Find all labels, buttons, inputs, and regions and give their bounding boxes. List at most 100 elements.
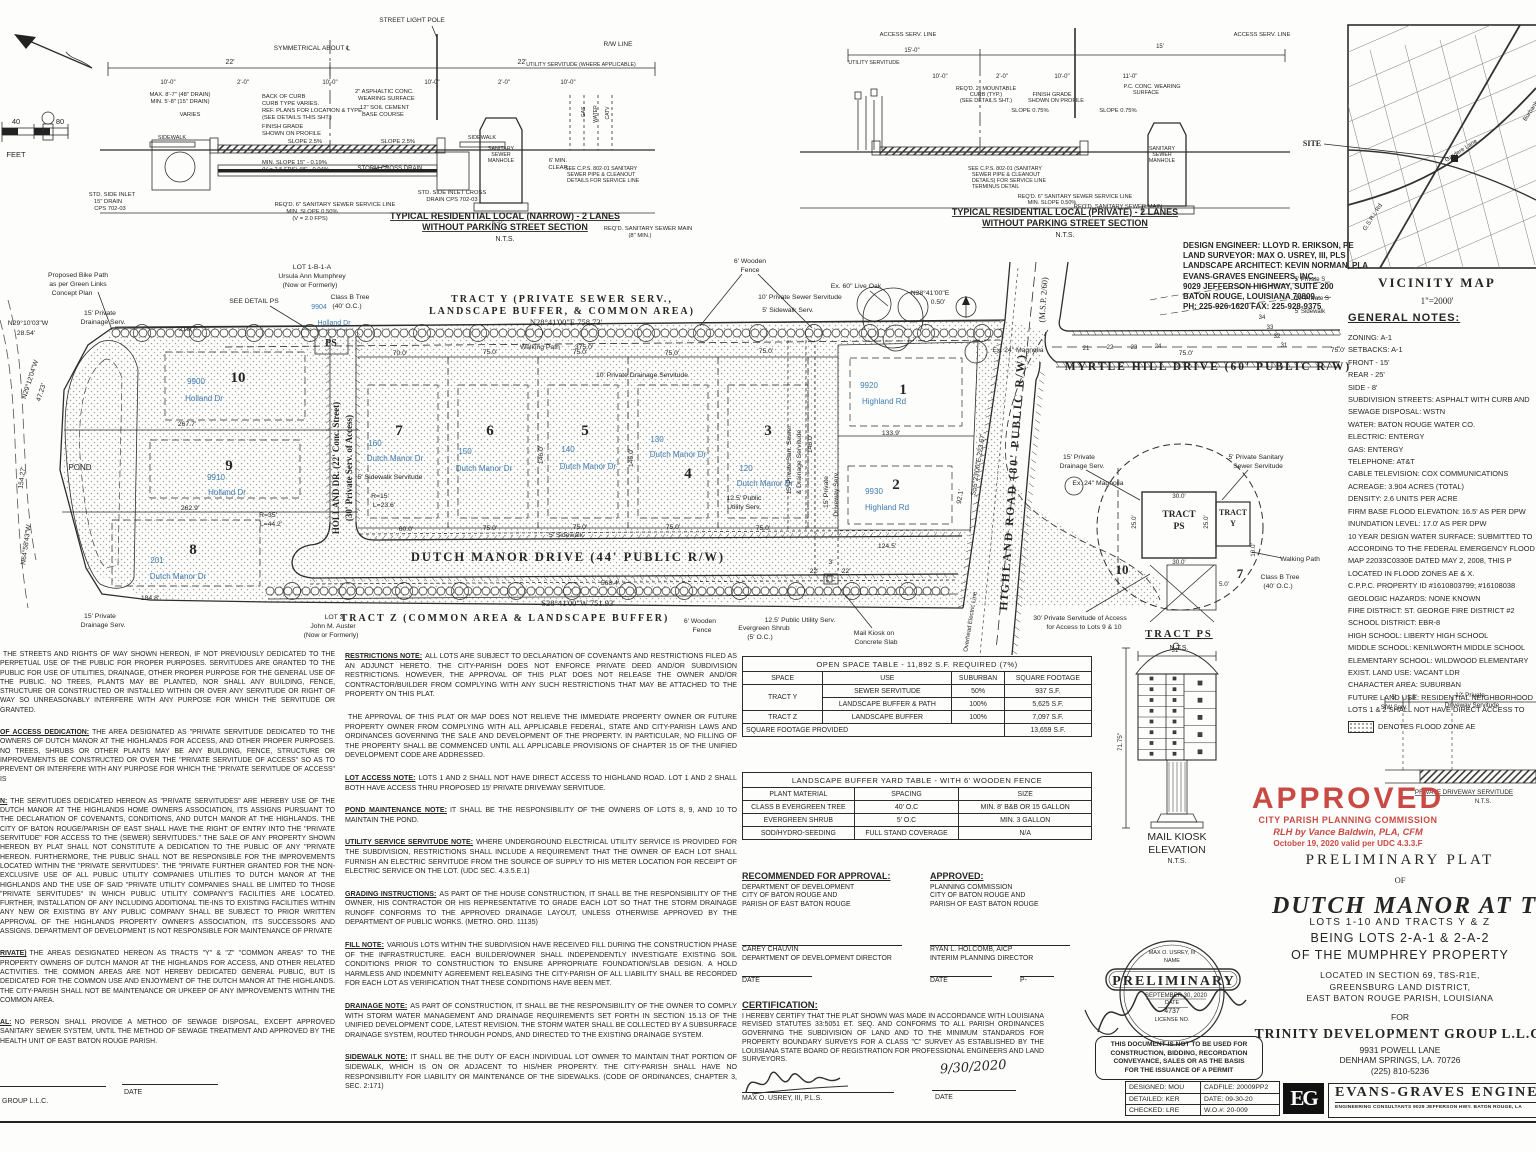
plan-label: N.T.S.	[495, 236, 514, 243]
subdivision-name-title: DUTCH MANOR AT THE HIGHLANDS	[1272, 893, 1536, 919]
plan-label: CATV	[605, 106, 611, 120]
plan-label: SHOWN ON PROFILE	[1028, 98, 1084, 104]
plan-label: Holland Dr	[208, 488, 246, 497]
plan-label: SANITARY	[488, 146, 514, 152]
plan-label: MIN. 5'-8" (15" DRAIN)	[150, 99, 209, 105]
plan-label: John M. Auster	[310, 623, 356, 630]
approvals: RECOMMENDED FOR APPROVAL: DEPARTMENT OF …	[742, 872, 1070, 997]
plan-label: CURB TYPE VARIES.	[262, 101, 320, 107]
plan-label: SYMMETRICAL ABOUT ℄	[274, 45, 351, 52]
plan-label: REQ'D. SANITARY SEWER MAIN	[604, 226, 692, 232]
engineering-firm-box: EVANS-GRAVES ENGINEERS ENGINEERING CONSU…	[1328, 1083, 1536, 1118]
general-note-line: SETBACKS: A-1	[1348, 345, 1403, 355]
plan-label: LICENSE NO.	[1155, 1017, 1190, 1023]
plan-label: 28.54'	[17, 330, 35, 337]
general-note-line: GAS: ENTERGY	[1348, 444, 1404, 454]
plan-label: UTILITY SERVITUDE (WHERE APPLICABLE)	[526, 62, 636, 68]
plan-label: Holland Dr	[185, 394, 223, 403]
plan-label: SLOPE 0.75%	[1099, 108, 1136, 114]
surveyor-seal	[1084, 940, 1247, 1046]
plan-label: (Now or Formerly)	[283, 282, 338, 289]
plan-label: Drainage Serv.	[81, 622, 126, 629]
plan-label: 4	[684, 466, 692, 482]
note-common-areas: RIVATE)THE AREAS DESIGNATED HEREON AS TR…	[0, 950, 335, 1004]
plan-label: PS	[325, 338, 337, 349]
site-plan	[0, 261, 1536, 829]
approved-name: RYAN L. HOLCOMB, AICP	[930, 946, 1013, 954]
plan-label: 1	[899, 382, 907, 398]
general-note-line: LOTS 1 & 2 SHALL NOT HAVE DIRECT ACCESS …	[1348, 705, 1525, 715]
plan-label: 25.0'	[1131, 515, 1138, 528]
plan-label: 6' MIN.	[549, 158, 568, 164]
firm-name: EVANS-GRAVES ENGINEERS	[1335, 1085, 1536, 1103]
flood-zone-swatch	[1348, 720, 1374, 733]
firm-line: BATON ROUGE, LOUISIANA 70809	[1183, 292, 1315, 302]
plan-label: 5' Sidewalk	[1295, 309, 1326, 315]
client-name: TRINITY DEVELOPMENT GROUP L.L.C.	[1254, 1025, 1536, 1041]
general-note-line: FIRE DISTRICT: ST. GEORGE FIRE DISTRICT …	[1348, 605, 1515, 615]
plan-label: DETAILS FOR SERVICE LINE	[567, 178, 640, 184]
plan-label: 9900	[187, 377, 205, 386]
landscape-buffer-table: LANDSCAPE BUFFER YARD TABLE - WITH 6' WO…	[742, 772, 1092, 840]
plan-label: 75.0'	[483, 525, 498, 532]
plan-label: N28°41'00"E 758.73'	[530, 317, 603, 327]
plan-label: 75.0'	[573, 349, 588, 356]
general-note-line: INUNDATION LEVEL: 17.0' AS PER DPW	[1348, 519, 1487, 529]
plan-label: 25.0'	[1203, 515, 1210, 528]
plan-label: MAIL KIOSK	[1147, 831, 1206, 843]
plan-label: WITHOUT PARKING STREET SECTION	[422, 222, 588, 232]
plan-label: 75.0'	[756, 525, 771, 532]
plan-label: 21	[1083, 346, 1090, 352]
plan-label: DETAILS) FOR SERVICE LINE	[972, 178, 1046, 184]
plan-label: 10' Private S	[1295, 296, 1329, 302]
firm-line: LAND SURVEYOR: MAX O. USREY, III, PLS	[1183, 251, 1346, 261]
plan-label: 3'	[828, 559, 833, 566]
plan-label: 2	[892, 477, 900, 493]
general-note-line: FUTURE LAND USE: RESIDENTIAL NEIGHBORHOO…	[1348, 692, 1533, 702]
note-utility-service: UTILITY SERVICE SERVITUDE NOTE:WHERE UND…	[345, 838, 737, 876]
plan-label: 150	[458, 447, 472, 456]
plan-label: 31"	[1171, 647, 1180, 654]
plan-label: 34	[1259, 315, 1266, 321]
plan-label: 71.75"	[1117, 733, 1124, 751]
plan-label: ACCESS SERV. LINE	[880, 32, 937, 38]
plan-label: (V = 2.0 FPS)	[292, 216, 327, 222]
plan-label: 24	[1155, 344, 1162, 350]
plan-label: PS	[1173, 522, 1184, 532]
plan-label: 80	[56, 117, 64, 126]
plan-label: 1.5'	[1407, 695, 1417, 701]
plan-label: REF. PLANS FOR LOCATION & TYPE.	[262, 108, 364, 114]
owner-llc-label: GROUP L.L.C.	[2, 1098, 49, 1105]
plan-label: 40	[12, 117, 20, 126]
plan-label: 5' Sidewalk Servitude	[358, 474, 423, 481]
firm-line: 9029 JEFFERSON HIGHWAY, SUITE 200	[1183, 281, 1334, 291]
plan-label: 140	[561, 445, 575, 454]
plan-label: Dutch Manor Dr	[737, 479, 794, 488]
note-access-dedication: OF ACCESS DEDICATION:THE AREA DESIGNATED…	[0, 729, 335, 783]
plan-label: Evergreen Shrub	[738, 625, 790, 632]
plan-label: STORM CROSS DRAIN	[358, 166, 423, 172]
plan-label: SLOPE 2.5%	[381, 139, 415, 145]
plan-label: REQ'D. 2" MOUNTABLE	[956, 86, 1017, 92]
firm-line: EVANS-GRAVES ENGINEERS, INC.	[1183, 271, 1316, 281]
plan-label: Drainage Serv.	[1060, 463, 1105, 470]
plan-label: 0.50'	[931, 299, 946, 306]
plan-label: 4737	[1164, 1008, 1180, 1015]
plan-label: TRACT	[1219, 508, 1248, 517]
plan-label: N28°41'00"E	[911, 289, 950, 297]
plan-label: WATER	[593, 105, 599, 123]
plan-label: SEE C.P.S. 802-01 (SANITARY	[968, 166, 1042, 172]
plan-label: R=15'	[371, 493, 389, 500]
plan-label: 15' Private San. Sewer	[786, 425, 793, 495]
plan-label: 5' Sidewalk	[549, 532, 584, 539]
plan-label: 5.0'	[1219, 581, 1229, 588]
plan-label: (SEE DETAILS THIS SHT.)	[262, 115, 332, 121]
plan-label: Mail Kiosk on	[854, 630, 895, 637]
plan-label: SURFACE	[1133, 90, 1159, 96]
note-restrictions: RESTRICTIONS NOTE:ALL LOTS ARE SUBJECT T…	[345, 652, 737, 699]
plan-label: L=44.2'	[260, 521, 282, 528]
plan-label: SHOWN ON PROFILE	[262, 131, 321, 137]
plan-label: 10.0'	[1250, 543, 1257, 556]
tract-ps-detail	[1085, 443, 1283, 623]
